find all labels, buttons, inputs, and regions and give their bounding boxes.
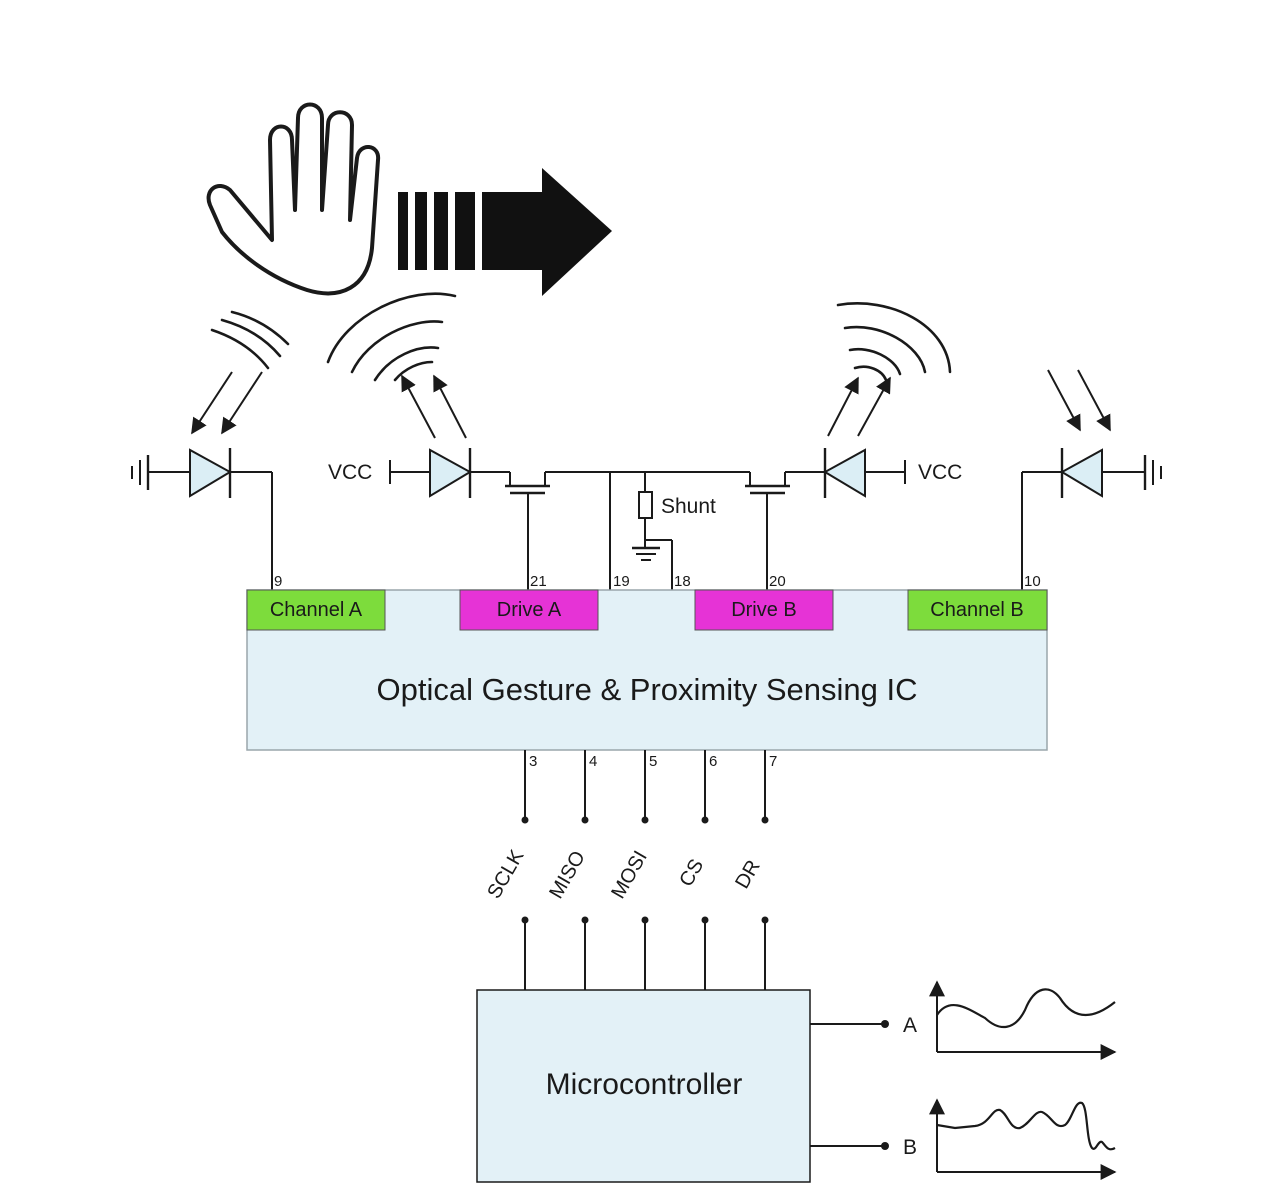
pin-19-label: 19 xyxy=(613,573,630,590)
vcc-left-label: VCC xyxy=(328,461,372,484)
mosfet-icon xyxy=(745,472,790,590)
ground-icon xyxy=(632,540,660,561)
microcontroller-block xyxy=(476,989,811,1183)
channel-b-label: Channel B xyxy=(930,599,1023,621)
signal-cs-label: CS xyxy=(675,855,708,890)
output-lines xyxy=(810,1020,889,1150)
drive-b-block xyxy=(694,589,834,631)
pin-9-label: 9 xyxy=(274,573,282,590)
ground-icon xyxy=(131,455,150,490)
light-waves xyxy=(191,292,1111,439)
ic-title: Optical Gesture & Proximity Sensing IC xyxy=(377,672,918,707)
pin-21-label: 21 xyxy=(530,573,547,590)
drive-a-label: Drive A xyxy=(497,599,562,621)
pin-20-label: 20 xyxy=(769,573,786,590)
microcontroller-title: Microcontroller xyxy=(546,1068,743,1101)
signal-miso-label: MISO xyxy=(545,847,590,902)
output-b-label: B xyxy=(903,1136,917,1159)
output-a-label: A xyxy=(903,1014,917,1037)
led-icon xyxy=(785,448,906,498)
signal-sclk-label: SCLK xyxy=(483,846,529,903)
channel-b-block xyxy=(907,589,1048,631)
channel-a-label: Channel A xyxy=(270,599,363,621)
center-bus xyxy=(545,471,750,590)
shunt-label: Shunt xyxy=(661,495,716,518)
pin-5-label: 5 xyxy=(649,753,657,770)
signal-b-graph xyxy=(929,1098,1117,1180)
pin-10-label: 10 xyxy=(1024,573,1041,590)
spi-bus xyxy=(521,750,769,990)
pin-3-label: 3 xyxy=(529,753,537,770)
motion-arrow-icon xyxy=(398,168,612,296)
vcc-right-label: VCC xyxy=(918,461,962,484)
pin-6-label: 6 xyxy=(709,753,717,770)
channel-a-block xyxy=(246,589,386,631)
hand-icon xyxy=(206,102,381,296)
ground-icon xyxy=(1143,455,1162,490)
pin-4-label: 4 xyxy=(589,753,597,770)
signal-a-graph xyxy=(929,980,1117,1060)
pin-18-label: 18 xyxy=(674,573,691,590)
signal-dr-label: DR xyxy=(731,856,764,892)
drive-a-block xyxy=(459,589,599,631)
resistor-icon xyxy=(638,491,673,590)
led-icon xyxy=(389,448,510,498)
signal-mosi-label: MOSI xyxy=(607,847,652,902)
pin-7-label: 7 xyxy=(769,753,777,770)
photodiode-icon xyxy=(148,448,273,590)
drive-b-label: Drive B xyxy=(731,599,797,621)
mosfet-icon xyxy=(505,472,550,590)
photodiode-icon xyxy=(1021,448,1145,590)
